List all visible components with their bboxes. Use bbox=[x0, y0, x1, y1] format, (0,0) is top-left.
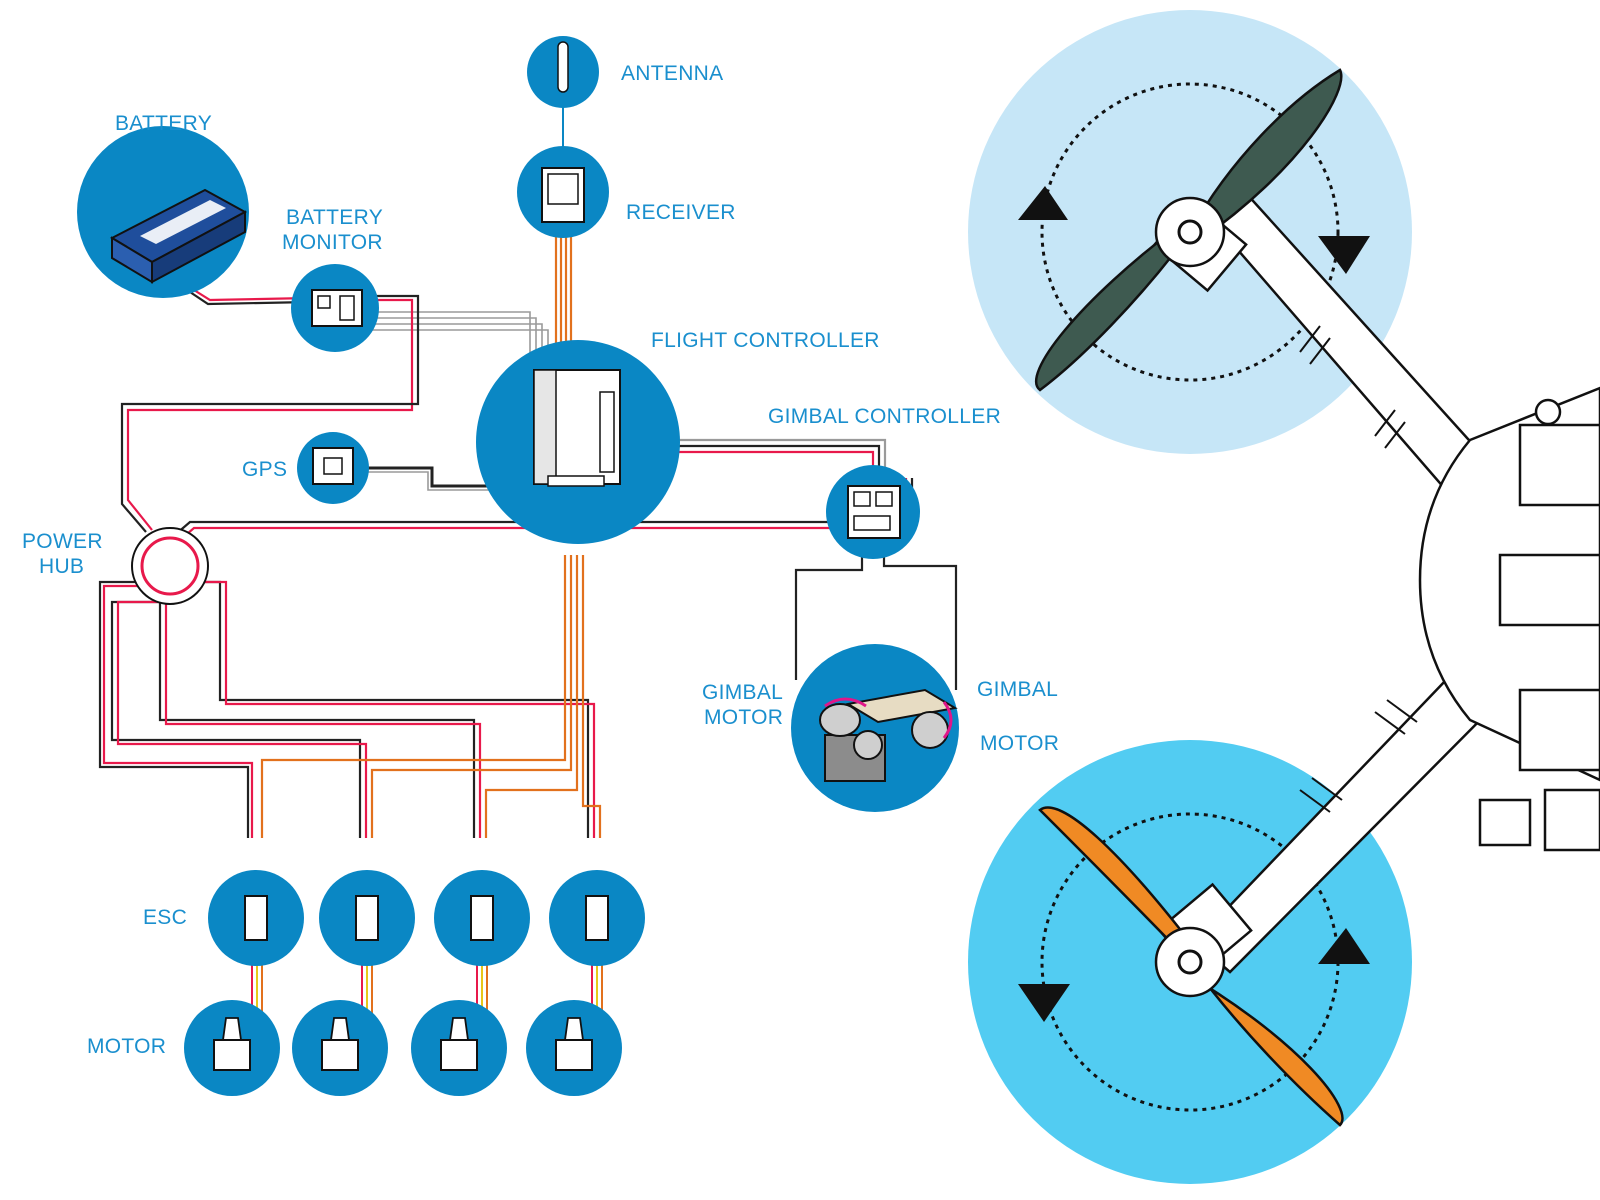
label-gps: GPS bbox=[242, 458, 287, 481]
motor-icon bbox=[555, 1017, 593, 1071]
battery-icon bbox=[109, 188, 248, 284]
esc-icon bbox=[355, 895, 379, 941]
esc-icon bbox=[470, 895, 494, 941]
label-gimbal-motor-right-1: GIMBAL bbox=[977, 678, 1058, 701]
esc-node-4 bbox=[549, 870, 645, 966]
label-gimbal-motor-left-1: GIMBAL bbox=[702, 681, 783, 704]
esc-row bbox=[208, 870, 645, 966]
label-gimbal-motor-right-2: MOTOR bbox=[980, 732, 1059, 755]
motor-node-2 bbox=[292, 1000, 388, 1096]
label-motor: MOTOR bbox=[87, 1035, 166, 1058]
esc-node-1 bbox=[208, 870, 304, 966]
esc-node-2 bbox=[319, 870, 415, 966]
label-esc: ESC bbox=[143, 906, 187, 929]
label-gimbal-controller: GIMBAL CONTROLLER bbox=[768, 405, 1001, 428]
label-battery: BATTERY bbox=[115, 112, 212, 135]
label-receiver: RECEIVER bbox=[626, 201, 736, 224]
battery-monitor-node bbox=[291, 264, 379, 352]
gps-node bbox=[297, 432, 369, 504]
motor-icon bbox=[440, 1017, 478, 1071]
flight-controller-icon bbox=[533, 369, 621, 487]
arm-wraps bbox=[1299, 325, 1418, 813]
motor-icon bbox=[321, 1017, 359, 1071]
antenna-node bbox=[527, 36, 599, 108]
label-antenna: ANTENNA bbox=[621, 62, 723, 85]
label-power-hub-1: POWER bbox=[22, 530, 103, 553]
battery-node bbox=[77, 126, 249, 298]
drone-top-view bbox=[968, 10, 1600, 1184]
label-flight-controller: FLIGHT CONTROLLER bbox=[651, 329, 880, 352]
rotation-path-top bbox=[1040, 82, 1340, 382]
receiver-node bbox=[517, 146, 609, 238]
gimbal-controller-icon bbox=[847, 485, 901, 539]
propeller-bottom bbox=[1038, 806, 1344, 1127]
esc-icon bbox=[585, 895, 609, 941]
receiver-icon bbox=[541, 167, 585, 223]
esc-node-3 bbox=[434, 870, 530, 966]
power-hub-node bbox=[131, 527, 209, 605]
flight-controller-node bbox=[476, 340, 680, 544]
motor-icon bbox=[213, 1017, 251, 1071]
antenna-icon bbox=[557, 41, 569, 93]
gps-icon bbox=[312, 447, 354, 485]
labels: ANTENNA RECEIVER BATTERY BATTERY MONITOR… bbox=[22, 62, 1059, 1058]
label-battery-monitor-1: BATTERY bbox=[286, 206, 383, 229]
drone-body bbox=[1418, 386, 1600, 852]
motor-node-3 bbox=[411, 1000, 507, 1096]
motor-node-4 bbox=[526, 1000, 622, 1096]
label-power-hub-2: HUB bbox=[39, 555, 84, 578]
esc-icon bbox=[244, 895, 268, 941]
battery-monitor-icon bbox=[311, 289, 363, 327]
label-gimbal-motor-left-2: MOTOR bbox=[704, 706, 783, 729]
gimbal-node bbox=[791, 644, 959, 812]
propeller-top bbox=[1034, 68, 1343, 392]
rotation-arrow-icon bbox=[1018, 186, 1370, 1022]
label-battery-monitor-2: MONITOR bbox=[282, 231, 383, 254]
motor-row bbox=[184, 1000, 622, 1096]
gimbal-controller-node bbox=[826, 465, 920, 559]
camera-gimbal-icon bbox=[819, 688, 958, 782]
motor-node-1 bbox=[184, 1000, 280, 1096]
